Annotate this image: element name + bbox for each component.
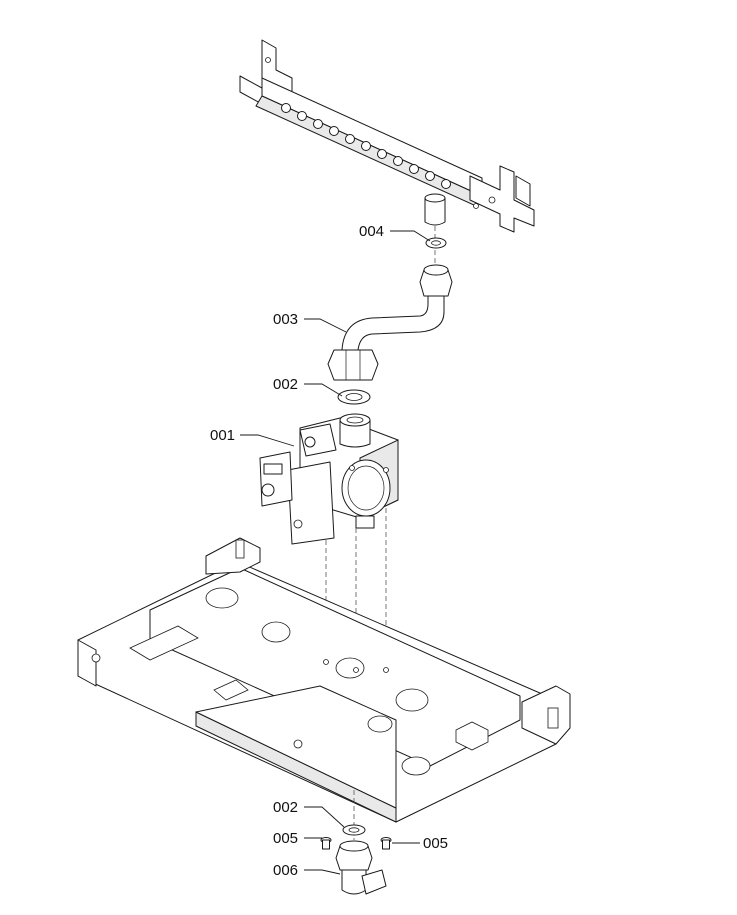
seal-002-bottom <box>342 824 366 836</box>
screw-005-right <box>380 837 392 850</box>
seal-002-top <box>337 389 371 405</box>
callout-leaders <box>240 230 431 875</box>
callout-005-right: 005 <box>423 835 448 852</box>
callout-004: 004 <box>359 223 384 240</box>
callout-002-bottom: 002 <box>273 799 298 816</box>
callout-006: 006 <box>273 862 298 879</box>
gas-valve-001 <box>259 413 399 545</box>
base-chassis-plate <box>77 537 571 823</box>
callout-005-left: 005 <box>273 830 298 847</box>
callout-003: 003 <box>273 311 298 328</box>
callout-001: 001 <box>210 427 235 444</box>
washer-004 <box>425 237 447 249</box>
gas-fitting-006 <box>335 840 387 895</box>
callout-002-top: 002 <box>273 376 298 393</box>
gas-pipe-003 <box>327 264 453 381</box>
gas-manifold-rail <box>239 39 535 233</box>
screw-005-left <box>320 837 332 850</box>
injector-nozzles <box>281 103 451 189</box>
